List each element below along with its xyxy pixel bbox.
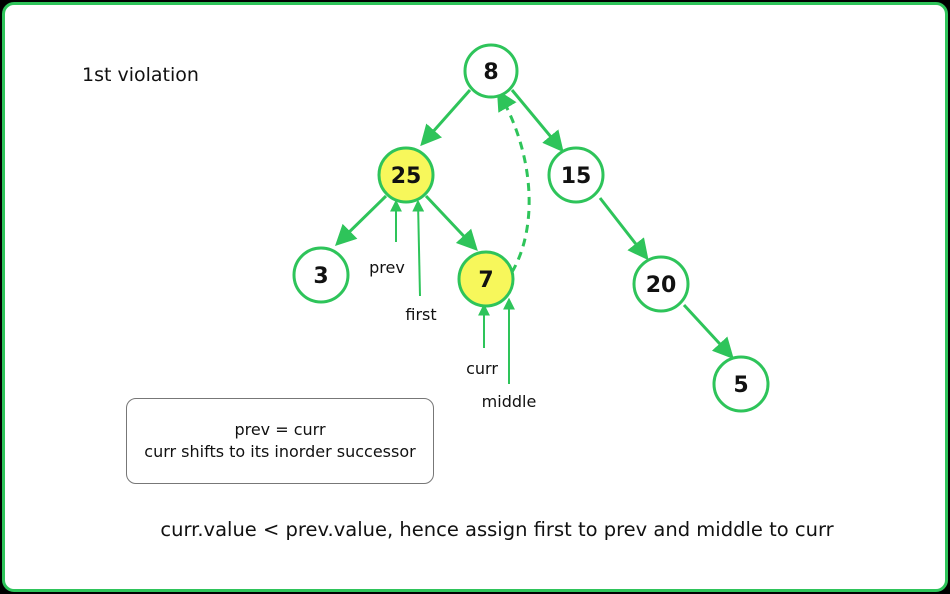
note-box: prev = curr curr shifts to its inorder s… (126, 398, 434, 484)
node-5: 5 (712, 355, 770, 413)
node-25-label: 25 (391, 164, 422, 189)
node-20-label: 20 (646, 273, 677, 298)
node-3-label: 3 (313, 264, 328, 289)
node-8: 8 (463, 43, 519, 99)
curr-label: curr (466, 359, 498, 378)
edge-15-20 (598, 197, 649, 261)
node-15-label: 15 (561, 164, 592, 189)
edge-20-5 (682, 303, 734, 360)
middle-label: middle (482, 392, 537, 411)
node-25: 25 (377, 146, 435, 204)
edge-25-3 (334, 194, 388, 246)
edge-8-15 (510, 89, 564, 153)
successor-dashed-edge (496, 89, 531, 273)
node-7: 7 (457, 250, 515, 308)
note-line-2: curr shifts to its inorder successor (144, 442, 416, 461)
first-label: first (405, 305, 436, 324)
node-20: 20 (632, 255, 690, 313)
node-8-label: 8 (483, 60, 498, 85)
node-3: 3 (292, 246, 350, 304)
first-pointer-arrow (412, 199, 425, 297)
note-line-1: prev = curr (234, 420, 326, 439)
node-5-label: 5 (733, 373, 748, 398)
caption-text: curr.value < prev.value, hence assign fi… (160, 518, 834, 541)
edge-8-25 (420, 89, 472, 147)
violation-heading: 1st violation (82, 64, 199, 86)
prev-label: prev (369, 258, 405, 277)
node-15: 15 (547, 146, 605, 204)
node-7-label: 7 (478, 268, 493, 293)
edge-25-7 (424, 194, 478, 252)
